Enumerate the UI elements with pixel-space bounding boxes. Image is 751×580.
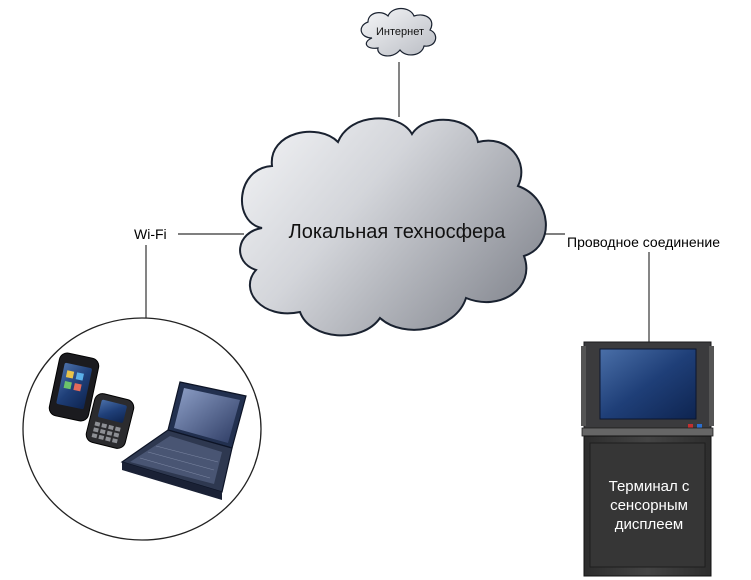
terminal-label: Терминал с сенсорным дисплеем — [590, 477, 708, 534]
internet-cloud — [360, 7, 437, 57]
wifi-label: Wi-Fi — [134, 226, 167, 242]
smartphone-icon — [48, 352, 100, 422]
wired-connection-label: Проводное соединение — [567, 234, 721, 250]
keyboard-phone-icon — [85, 393, 135, 449]
local-technosphere-label: Локальная техносфера — [288, 221, 506, 243]
terminal-label-line-2: сенсорным — [610, 497, 688, 514]
laptop-icon — [120, 381, 247, 500]
terminal-label-line-3: дисплеем — [614, 516, 684, 533]
wireless-devices-group — [22, 317, 262, 541]
local-cloud — [239, 117, 547, 337]
internet-label: Интернет — [376, 26, 424, 38]
terminal-label-line-1: Терминал с — [608, 478, 690, 495]
terminal-screen — [599, 348, 697, 420]
terminal-icon — [581, 341, 714, 577]
